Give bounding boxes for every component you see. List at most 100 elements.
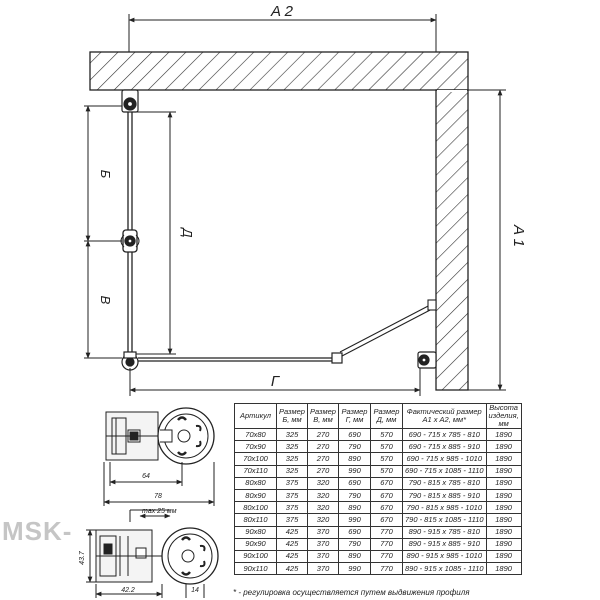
cell-actual-size: 690 - 715 x 985 - 1010	[402, 452, 487, 466]
cell-size-d: 570	[370, 464, 403, 478]
cell-size-d: 770	[370, 525, 403, 539]
cell-size-v: 320	[307, 501, 339, 515]
cell-size-b: 325	[276, 440, 308, 454]
wall-profile-right	[417, 351, 437, 369]
door-leaves	[122, 112, 138, 354]
cell-size-g: 990	[338, 513, 371, 527]
walls	[89, 51, 469, 391]
cell-size-g: 890	[338, 501, 371, 515]
dimension-a1-label: A 1	[510, 224, 527, 247]
wall-profile-top	[121, 89, 139, 113]
cell-article: 90x80	[234, 525, 277, 539]
right-wall	[435, 89, 469, 391]
dimension-g-label: Г	[271, 373, 281, 390]
dimension-b-label: Б	[98, 170, 113, 179]
cell-size-d: 570	[370, 452, 403, 466]
cell-height: 1890	[485, 537, 522, 551]
cell-height: 1890	[485, 488, 522, 503]
cell-article: 70x100	[234, 452, 277, 466]
dimension-b-v	[84, 105, 122, 359]
header-size-b: Размер Б, мм	[276, 403, 308, 429]
cell-height: 1890	[485, 562, 522, 576]
cell-size-g: 690	[338, 427, 371, 442]
profile-dim-43-7: 43.7	[79, 550, 86, 565]
header-actual-size: Фактический размер А1 x А2, мм*	[402, 403, 487, 429]
footnote: * - регулировка осуществляется путем выд…	[233, 588, 470, 597]
cell-size-v: 370	[307, 525, 339, 539]
cell-actual-size: 790 - 815 x 885 - 910	[402, 488, 487, 503]
cell-size-v: 370	[307, 562, 339, 576]
profile-dim-42-2: 42.2	[121, 587, 135, 594]
cell-size-v: 320	[307, 476, 339, 490]
cell-size-v: 370	[307, 549, 339, 564]
cell-height: 1890	[485, 501, 522, 515]
cell-size-g: 790	[338, 440, 371, 454]
cell-size-g: 890	[338, 549, 371, 564]
corner-profile	[121, 351, 139, 371]
spec-table: Артикул Размер Б, мм Размер В, мм Размер…	[234, 403, 522, 576]
cell-size-b: 425	[276, 549, 308, 564]
cell-size-g: 990	[338, 562, 371, 576]
cell-size-v: 270	[307, 440, 339, 454]
cell-article: 90x90	[234, 537, 277, 551]
dimension-a1	[468, 89, 506, 391]
cell-size-d: 770	[370, 537, 403, 551]
header-height: Высота изделия, мм	[485, 403, 522, 429]
profile-dim-14: 14	[191, 587, 199, 594]
cell-article: 80x100	[234, 501, 277, 515]
cell-height: 1890	[485, 525, 522, 539]
profile-section-detail-2	[86, 509, 219, 598]
cell-size-v: 270	[307, 452, 339, 466]
cell-size-d: 770	[370, 549, 403, 564]
cell-size-v: 270	[307, 464, 339, 478]
cell-size-g: 690	[338, 525, 371, 539]
dimension-g	[129, 368, 421, 396]
cell-size-g: 690	[338, 476, 371, 490]
cell-size-d: 770	[370, 562, 403, 576]
cell-height: 1890	[485, 464, 522, 478]
header-size-v: Размер В, мм	[307, 403, 339, 429]
cell-size-b: 325	[276, 427, 308, 442]
cell-size-b: 375	[276, 488, 308, 503]
cell-height: 1890	[485, 427, 522, 442]
cell-actual-size: 790 - 815 x 985 - 1010	[402, 501, 487, 515]
header-size-g: Размер Г, мм	[338, 403, 371, 429]
header-size-d: Размер Д, мм	[370, 403, 403, 429]
cell-size-d: 570	[370, 440, 403, 454]
cell-size-b: 425	[276, 562, 308, 576]
cell-article: 80x110	[234, 513, 277, 527]
profile-dim-78: 78	[154, 493, 162, 500]
dimension-a2-label: A 2	[270, 3, 294, 20]
cell-size-d: 670	[370, 488, 403, 503]
cell-size-d: 670	[370, 513, 403, 527]
dimension-d-label: Д	[180, 226, 195, 237]
cell-actual-size: 790 - 815 x 785 - 810	[402, 476, 487, 490]
cell-article: 90x100	[234, 549, 277, 564]
cell-size-b: 425	[276, 537, 308, 551]
profile-section-detail-1	[103, 407, 215, 506]
cell-height: 1890	[485, 513, 522, 527]
cell-actual-size: 690 - 715 x 1085 - 1110	[402, 464, 487, 478]
cell-size-b: 375	[276, 513, 308, 527]
cell-actual-size: 690 - 715 x 885 - 910	[402, 440, 487, 454]
cell-actual-size: 890 - 915 x 885 - 910	[402, 537, 487, 551]
cell-size-v: 320	[307, 488, 339, 503]
cell-actual-size: 790 - 815 x 1085 - 1110	[402, 513, 487, 527]
dimension-a2	[128, 14, 437, 52]
cell-article: 80x90	[234, 488, 277, 503]
cell-article: 90x110	[234, 562, 277, 576]
cell-height: 1890	[485, 452, 522, 466]
profile-dim-max: max 25 мм	[142, 508, 177, 515]
cell-size-v: 320	[307, 513, 339, 527]
